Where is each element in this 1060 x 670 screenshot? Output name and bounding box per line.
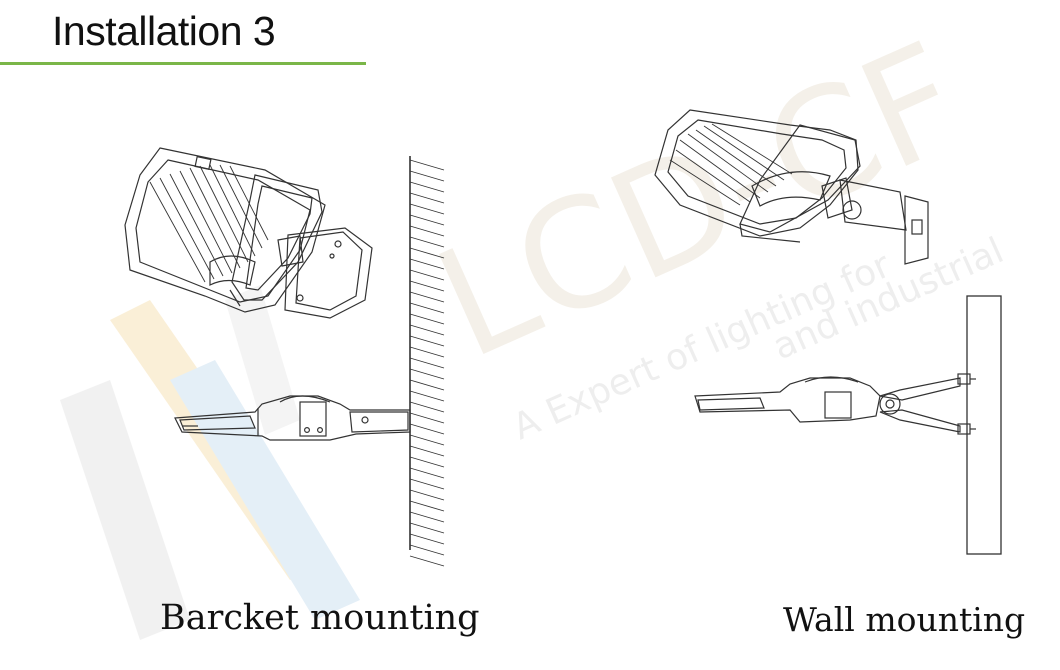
hatch-line: [409, 291, 445, 303]
watermark-bar-gray: [60, 380, 190, 640]
bracket-fixture-side: [174, 395, 411, 441]
hatch-line: [409, 302, 445, 314]
hatch-line: [409, 456, 445, 468]
hatch-line: [409, 511, 445, 523]
hatch-line: [409, 379, 445, 391]
hatch-line: [409, 324, 445, 336]
hatch-line: [409, 214, 445, 226]
hatch-line: [409, 412, 445, 424]
hatch-line: [409, 236, 445, 248]
wall-panel: [966, 295, 1002, 555]
hatch-line: [409, 434, 445, 446]
hatch-line: [409, 533, 445, 545]
hatch-line: [409, 423, 445, 435]
bracket-fixture-iso: [124, 147, 373, 319]
hatch-line: [409, 258, 445, 270]
hatch-line: [409, 357, 445, 369]
hatch-line: [409, 489, 445, 501]
caption-bracket-mounting: Barcket mounting: [160, 598, 480, 638]
hatch-line: [409, 247, 445, 259]
watermark-bar-blue: [170, 360, 360, 620]
hatch-line: [409, 192, 445, 204]
hatch-line: [409, 445, 445, 457]
wall-fixture-side: [694, 373, 976, 435]
hatch-line: [409, 522, 445, 534]
hatch-line: [409, 555, 445, 567]
hatch-line: [409, 368, 445, 380]
hatch-line: [409, 313, 445, 325]
wall-fixture-iso: [654, 109, 929, 265]
hatch-line: [409, 401, 445, 413]
hatch-line: [409, 544, 445, 556]
watermark-bar-gray-2: [225, 285, 300, 435]
page-title: Installation 3: [52, 8, 276, 54]
hatch-line: [409, 467, 445, 479]
hatch-line: [409, 170, 445, 182]
hatch-line: [409, 203, 445, 215]
hatch-line: [409, 478, 445, 490]
hatch-line: [409, 181, 445, 193]
hatch-line: [409, 346, 445, 358]
hatch-line: [409, 390, 445, 402]
hatch-line: [409, 269, 445, 281]
title-underline: [0, 62, 366, 65]
caption-wall-mounting: Wall mounting: [783, 600, 1026, 639]
hatch-line: [409, 225, 445, 237]
hatch-line: [409, 159, 445, 171]
hatch-line: [409, 500, 445, 512]
hatch-line: [409, 335, 445, 347]
hatch-line: [409, 280, 445, 292]
mounting-surface-hatched: [409, 156, 445, 567]
